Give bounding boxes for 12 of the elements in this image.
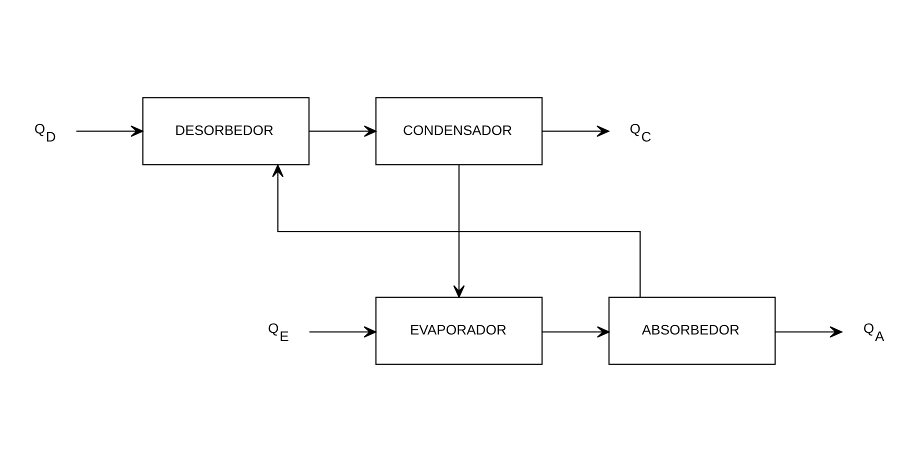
arrow (542, 326, 610, 338)
arrow (308, 326, 376, 338)
arrow (542, 124, 609, 136)
node-box: EVAPORADOR (374, 296, 542, 364)
node-box: DESORBEDOR (142, 96, 310, 165)
node-box: ABSORBEDOR (608, 296, 776, 364)
node-box: CONDENSADOR (374, 96, 542, 165)
arrow (272, 164, 640, 297)
arrow (308, 124, 376, 136)
arrow (774, 326, 842, 338)
arrow (452, 164, 464, 298)
arrow (76, 124, 143, 136)
